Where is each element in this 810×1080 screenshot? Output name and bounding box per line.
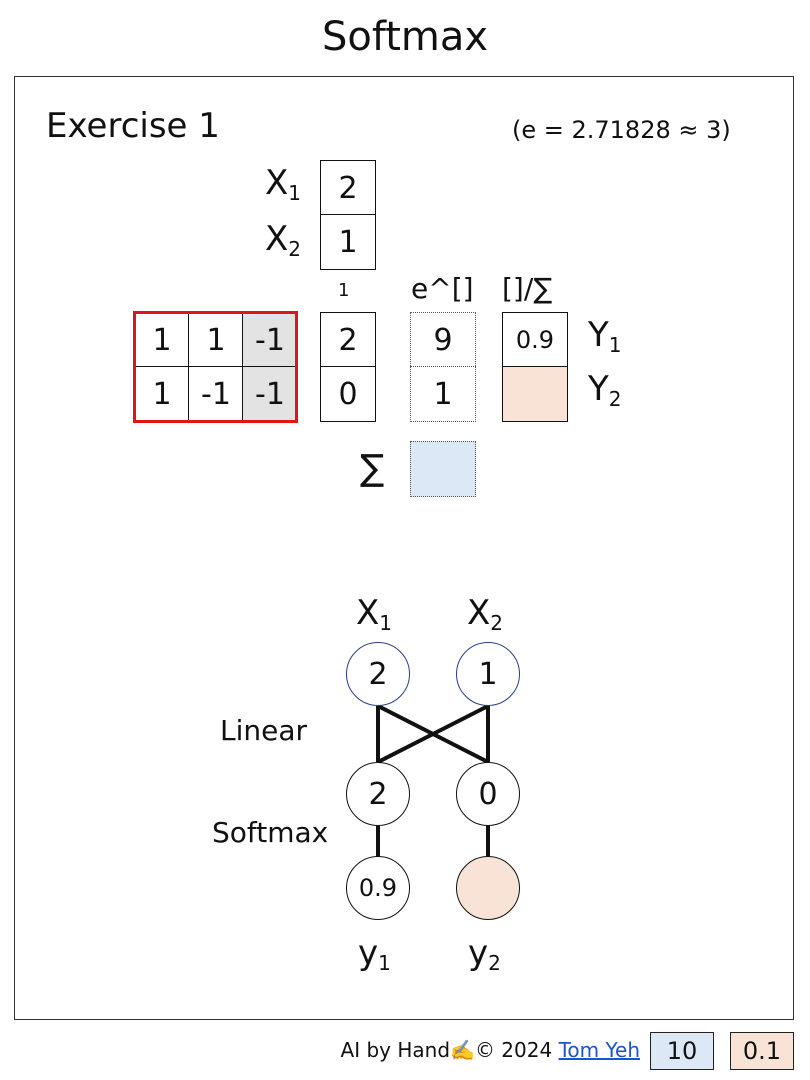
x2-label: X2 (265, 219, 302, 261)
weight-matrix-border (133, 311, 298, 423)
footer-text: AI by Hand✍️© 2024 (340, 1038, 559, 1062)
y1-label: Y1 (588, 315, 622, 357)
x1-label: X1 (265, 163, 302, 205)
exercise-heading: Exercise 1 (46, 106, 220, 146)
answer-badge-sum: 10 (650, 1032, 714, 1070)
exp-cell: 1 (410, 366, 476, 422)
x2-cell: 1 (320, 214, 376, 270)
output-node-y2 (456, 856, 520, 920)
hidden-node-1: 2 (346, 762, 410, 826)
net-x2-label: X2 (467, 593, 504, 635)
footer-credit: AI by Hand✍️© 2024 Tom Yeh (0, 1038, 640, 1062)
x1-cell: 2 (320, 160, 376, 216)
page-title: Softmax (321, 14, 489, 60)
softmax-layer-label: Softmax (212, 816, 329, 849)
answer-badge-y2: 0.1 (730, 1032, 794, 1070)
y2-label: Y2 (588, 369, 622, 411)
exp-cell: 9 (410, 312, 476, 368)
author-link[interactable]: Tom Yeh (558, 1038, 640, 1062)
hidden-node-2: 0 (456, 762, 520, 826)
linear-layer-label: Linear (220, 714, 308, 747)
normalize-header: []/∑ (502, 272, 553, 305)
output-node-y1: 0.9 (346, 856, 410, 920)
e-approximation-note: (e = 2.71828 ≈ 3) (512, 116, 731, 144)
net-x1-label: X1 (356, 593, 393, 635)
net-y2-label: y2 (468, 933, 501, 975)
input-node-x2: 1 (456, 642, 520, 706)
linear-out-cell: 0 (320, 366, 376, 422)
exp-header: e^[] (411, 272, 474, 305)
softmax-cell-y2 (502, 366, 568, 422)
sum-symbol: ∑ (360, 448, 385, 489)
bias-row-one: 1 (338, 280, 350, 301)
sum-cell (410, 441, 476, 497)
weight-cell: 1 (134, 366, 190, 422)
net-y1-label: y1 (358, 933, 391, 975)
bias-cell: -1 (242, 366, 298, 422)
exercise-frame (14, 76, 794, 1020)
input-node-x1: 2 (346, 642, 410, 706)
weight-cell: -1 (188, 366, 244, 422)
